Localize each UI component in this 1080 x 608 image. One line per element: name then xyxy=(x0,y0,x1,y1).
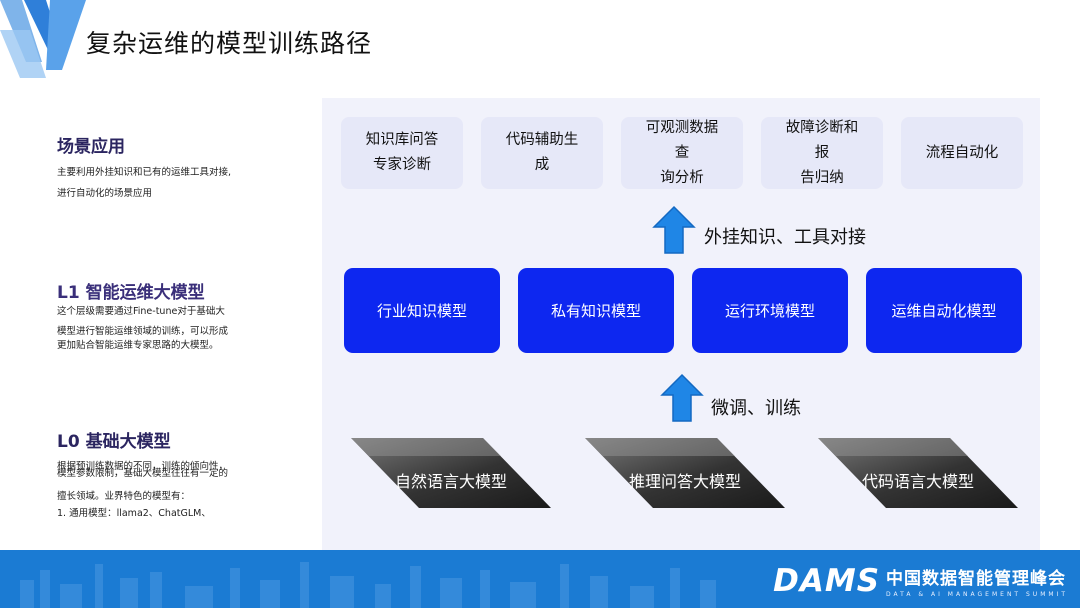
scenario-line: 流程自动化 xyxy=(925,144,999,161)
scenario-line: 可观测数据查 xyxy=(645,119,719,161)
scenario-box-automation: 流程自动化 xyxy=(901,117,1023,189)
base-model-label: 自然语言大模型 xyxy=(394,472,507,491)
model-box-private: 私有知识模型 xyxy=(518,268,674,353)
scene-section-desc: 主要利用外挂知识和已有的运维工具对接, 进行自动化的场景应用 xyxy=(57,164,287,202)
scenario-line: 故障诊断和报 xyxy=(785,119,859,161)
model-box-ops-automation: 运维自动化模型 xyxy=(866,268,1022,353)
scene-desc-line: 进行自动化的场景应用 xyxy=(57,188,153,199)
up-arrow-icon xyxy=(652,205,696,254)
l0-desc-overlap-b: 模型参数限制，基础大模型往往有一定的 xyxy=(57,468,229,479)
l1-section-desc: 这个层级需要通过Fine-tune对于基础大 模型进行智能运维领域的训练，可以形… xyxy=(57,303,287,354)
l1-desc-line: 模型进行智能运维领域的训练，可以形成 xyxy=(57,326,229,337)
up-arrow-icon xyxy=(660,373,704,422)
l0-section-title: L0 基础大模型 xyxy=(57,432,171,452)
l1-desc-line: 这个层级需要通过Fine-tune对于基础大 xyxy=(57,306,225,317)
brand-chinese-name: 中国数据智能管理峰会 xyxy=(886,569,1067,589)
model-box-runtime: 运行环境模型 xyxy=(692,268,848,353)
base-model-label: 代码语言大模型 xyxy=(861,472,974,491)
scenario-line: 知识库问答 xyxy=(365,132,439,148)
brand-logo-text: DAMS xyxy=(773,563,881,599)
scene-section-title: 场景应用 xyxy=(57,137,125,157)
base-model-label: 推理问答大模型 xyxy=(628,472,741,491)
scenario-box-kb-qa: 知识库问答专家诊断 xyxy=(341,117,463,189)
scenario-line: 专家诊断 xyxy=(373,157,431,173)
scenario-box-fault-diagnosis: 故障诊断和报告归纳 xyxy=(761,117,883,189)
scenario-line: 代码辅助生成 xyxy=(505,132,579,173)
page-title: 复杂运维的模型训练路径 xyxy=(86,29,373,58)
l1-section-title: L1 智能运维大模型 xyxy=(57,283,205,303)
l1-desc-line: 更加贴合智能运维专家思路的大模型。 xyxy=(57,340,219,351)
footer-brand: DAMS 中国数据智能管理峰会 DATA & AI MANAGEMENT SUM… xyxy=(773,563,1068,599)
upper-arrow-label: 外挂知识、工具对接 xyxy=(704,227,866,248)
scenario-box-observability: 可观测数据查询分析 xyxy=(621,117,743,189)
l0-desc-line: 1. 通用模型：llama2、ChatGLM、 xyxy=(57,508,211,519)
scene-desc-line: 主要利用外挂知识和已有的运维工具对接, xyxy=(57,167,232,178)
base-model-shape xyxy=(818,438,1018,508)
footer-banner: DAMS 中国数据智能管理峰会 DATA & AI MANAGEMENT SUM… xyxy=(0,550,1080,608)
model-box-industry: 行业知识模型 xyxy=(344,268,500,353)
scenario-box-code-gen: 代码辅助生成 xyxy=(481,117,603,189)
l0-desc-overlap-a: 根据预训练数据的不同，训练的倾向性， xyxy=(57,461,229,472)
l0-desc-line: 擅长领域。业界特色的模型有： xyxy=(57,491,191,502)
scenario-line: 告归纳 xyxy=(800,169,844,186)
base-model-shape xyxy=(585,438,785,508)
brand-english-name: DATA & AI MANAGEMENT SUMMIT xyxy=(886,591,1068,598)
base-model-shape xyxy=(351,438,551,508)
city-skyline-icon xyxy=(20,562,716,608)
scenario-line: 询分析 xyxy=(660,169,704,186)
lower-arrow-label: 微调、训练 xyxy=(711,398,801,419)
dams-logo-icon xyxy=(0,0,86,78)
